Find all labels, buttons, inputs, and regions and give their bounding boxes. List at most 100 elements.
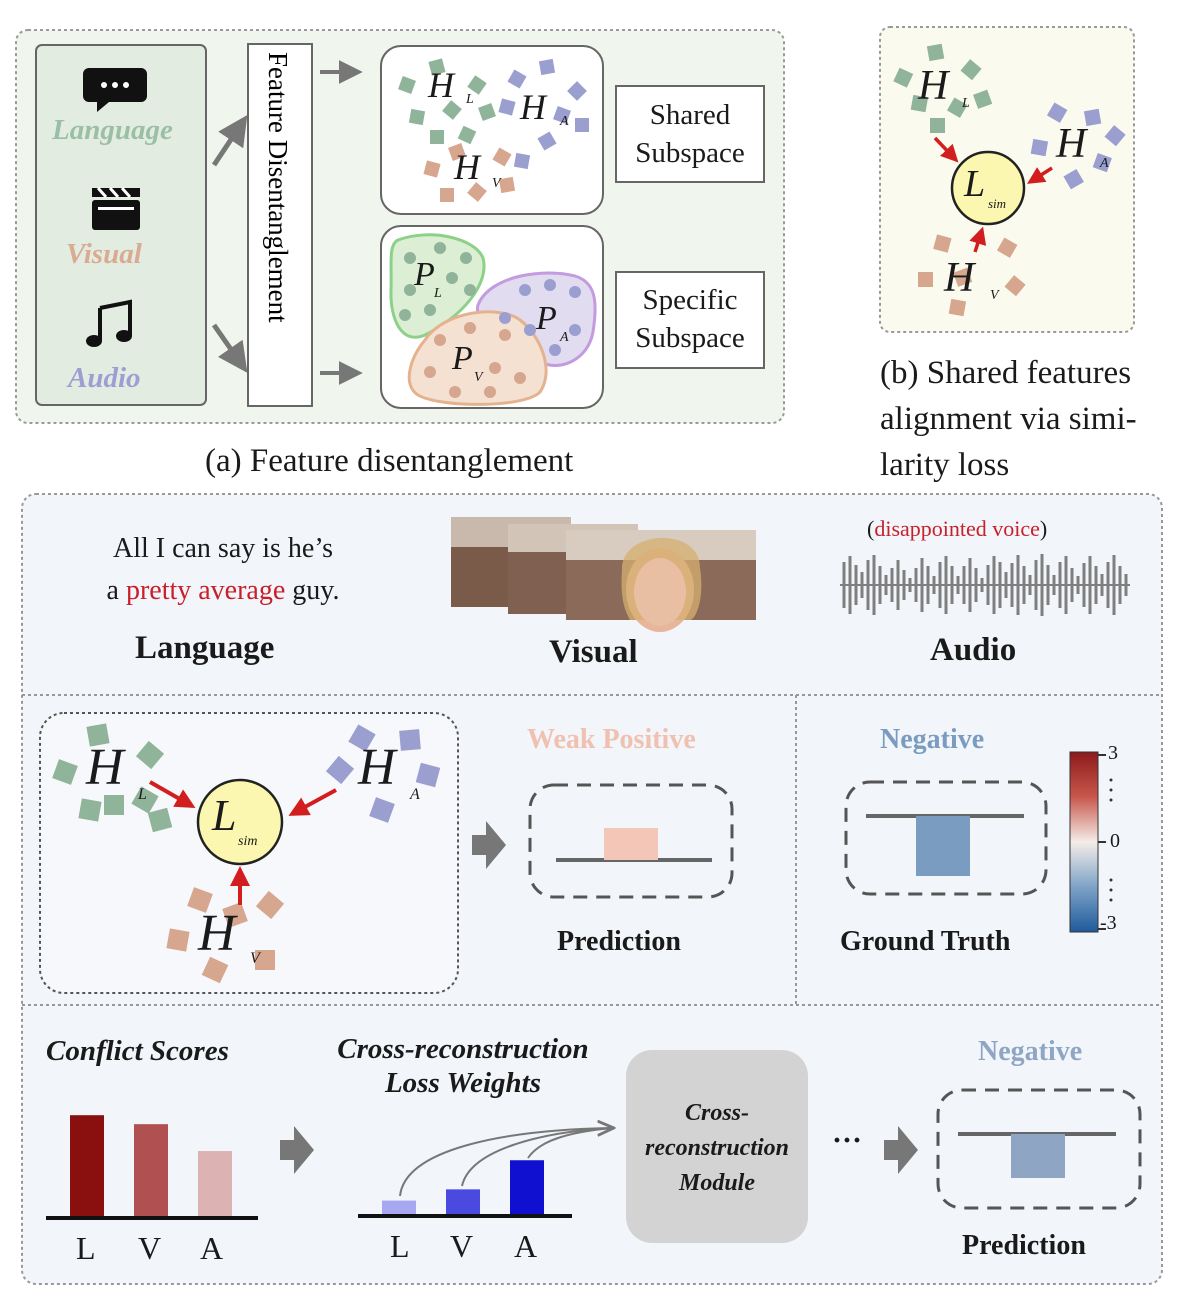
language-sentence: All I can say is he’s a pretty average g… (58, 528, 388, 612)
visual-header: Visual (549, 634, 638, 670)
specific-dots-audio (499, 279, 581, 356)
specific-p-visual: P (452, 340, 473, 377)
shared-label-line-1: Shared (649, 99, 731, 131)
block-arrow-to-final (884, 1126, 918, 1174)
sentence-highlight: pretty average (125, 575, 286, 606)
weight-bar-v (446, 1189, 480, 1214)
specific-subspace-label: Specific Subspace (616, 281, 764, 357)
shared-h-language: H (428, 65, 454, 105)
block-arrow-to-prediction (472, 821, 506, 869)
alignment-h-language: H (86, 739, 124, 796)
alignment-h-audio-sub: A (410, 786, 420, 803)
weight-bar-a (510, 1160, 544, 1214)
specific-label-box (615, 271, 765, 369)
module-label-line-3: Module (678, 1170, 755, 1196)
disentangle-box (247, 43, 313, 407)
alignment-language-squares (52, 723, 173, 833)
panel-b-h-language-sub: L (962, 96, 970, 111)
voice-open: ( (867, 516, 875, 541)
voice-note: disappointed voice (874, 516, 1040, 541)
alignment-lsim-circle (196, 778, 284, 866)
specific-p-language: P (414, 256, 435, 293)
final-prediction-bar (1011, 1134, 1065, 1178)
music-note-icon (86, 299, 132, 347)
audio-waveform (840, 554, 1130, 616)
language-header: Language (135, 630, 275, 666)
clapperboard-icon (92, 187, 140, 230)
colorbar-tick-bottom: -3 (1100, 912, 1117, 934)
panel-b-lsim-sub: sim (988, 196, 1007, 211)
alignment-audio-squares (325, 724, 441, 823)
alignment-lsim-sub: sim (238, 834, 258, 849)
module-label-line-1: Cross- (684, 1100, 750, 1126)
colorbar (1069, 751, 1099, 933)
final-prediction-box (936, 1088, 1142, 1210)
shared-h-language-sub: L (466, 92, 474, 107)
panel-a-caption: (a) Feature disentanglement (205, 443, 574, 479)
panel-b-audio-squares (1030, 102, 1126, 190)
shared-squares-visual (423, 143, 516, 202)
panel-b-caption: (b) Shared features alignment via simi- … (880, 350, 1137, 488)
specific-label-line-2: Subspace (635, 322, 745, 354)
specific-dots-visual (424, 322, 526, 398)
panel-b-arrow-from-visual (969, 226, 987, 253)
panel-b-caption-line-2: alignment via simi- (880, 401, 1137, 437)
sentence-pre: a (106, 575, 119, 606)
alignment-arrow-from-audio (288, 788, 337, 816)
panel-b-h-audio-sub: A (1100, 156, 1109, 171)
alignment-arrow-from-language (149, 780, 196, 808)
panel-b-h-language: H (918, 63, 949, 109)
weight-label-v: V (450, 1228, 474, 1264)
speech-bubble-icon (83, 68, 147, 112)
shared-h-visual: H (454, 147, 480, 187)
panel-b-language-squares (893, 43, 993, 133)
panel-c-frame (21, 493, 1163, 1285)
ground-truth-label: Ground Truth (840, 926, 1011, 957)
specific-p-audio: P (536, 300, 557, 337)
ground-truth-class: Negative (880, 724, 985, 755)
shared-h-audio: H (520, 87, 546, 127)
audio-header: Audio (930, 632, 1017, 668)
panel-b-h-visual: H (944, 255, 975, 301)
weight-curve-a (527, 1127, 613, 1159)
shared-h-visual-sub: V (492, 176, 501, 191)
cross-reconstruction-module-label: Cross- reconstruction Module (626, 1096, 808, 1201)
conflict-bar-v (134, 1124, 168, 1216)
conflict-bar-l (70, 1115, 104, 1216)
prediction-class: Weak Positive (527, 724, 696, 755)
panel-b-visual-squares (918, 234, 1026, 317)
specific-p-language-sub: L (434, 286, 442, 301)
arrow-to-disentangle-down (211, 323, 248, 373)
final-prediction-label: Prediction (962, 1230, 1086, 1261)
shared-h-audio-sub: A (560, 114, 569, 129)
feature-disentanglement-label: Feature Disentanglement (263, 52, 293, 323)
panel-b-lsim-circle (950, 150, 1026, 226)
specific-p-visual-sub: V (474, 370, 483, 385)
colorbar-tick-mid: 0 (1110, 830, 1120, 852)
final-class: Negative (978, 1036, 1083, 1067)
panel-b-caption-line-1: (b) Shared features (880, 355, 1132, 391)
arrow-to-disentangle-up (211, 115, 248, 167)
sentence-line-2: a pretty average guy. (58, 570, 388, 612)
shared-label-line-2: Subspace (635, 137, 745, 169)
prediction-box (528, 783, 734, 899)
panel-b-arrow-from-audio (1027, 166, 1053, 184)
prediction-bar (604, 828, 658, 860)
alignment-visual-squares (166, 887, 285, 984)
shared-label-box (615, 85, 765, 183)
panel-b-arrow-from-language (933, 136, 959, 163)
language-modality-label: Language (52, 114, 173, 146)
panel-b-caption-line-3: larity loss (880, 447, 1010, 483)
alignment-h-audio: H (358, 739, 396, 796)
voice-close: ) (1039, 516, 1048, 541)
block-arrow-to-weights (280, 1126, 314, 1174)
module-label-line-2: reconstruction (644, 1135, 790, 1161)
conflict-scores-title: Conflict Scores (46, 1035, 229, 1067)
conflict-label-a: A (200, 1230, 224, 1266)
colorbar-tick-top: 3 (1108, 742, 1118, 764)
loss-weights-title-line-2: Loss Weights (384, 1067, 542, 1099)
loss-weights-title-line-1: Cross-reconstruction (337, 1033, 589, 1065)
visual-modality-label: Visual (66, 238, 142, 270)
specific-visual-region (407, 310, 548, 406)
alignment-h-visual-sub: V (250, 950, 260, 967)
